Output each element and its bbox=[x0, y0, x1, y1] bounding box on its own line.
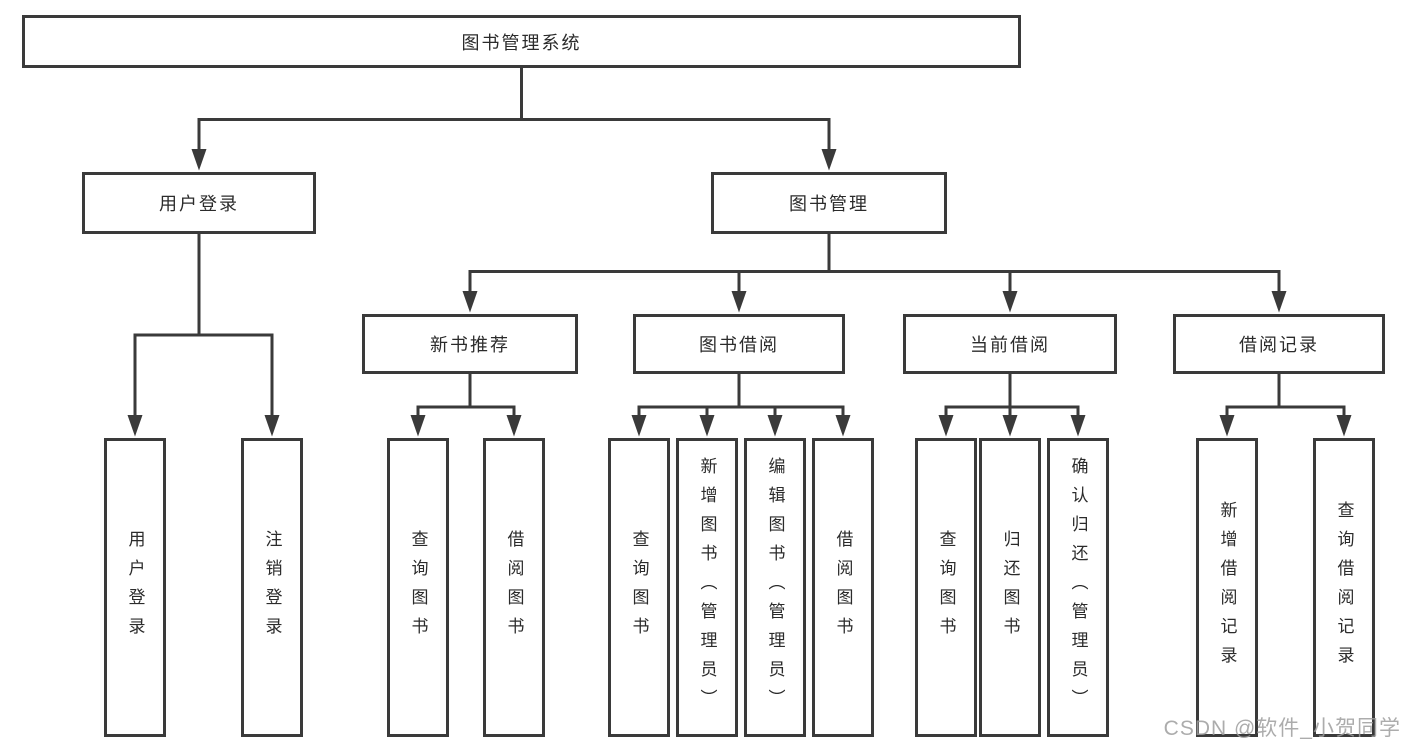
node-leaf-add-book-admin: 新增图书（管理员） bbox=[676, 438, 738, 737]
node-leaf-borrow-books-1-label: 借阅图书 bbox=[504, 529, 524, 646]
csdn-watermark: CSDN @软件_小贺同学 bbox=[1163, 717, 1401, 740]
node-root-label: 图书管理系统 bbox=[461, 32, 582, 53]
node-leaf-add-borrow-record-label: 新增借阅记录 bbox=[1217, 500, 1237, 675]
node-user-login: 用户登录 bbox=[82, 172, 316, 234]
node-leaf-borrow-books-2: 借阅图书 bbox=[812, 438, 874, 737]
node-borrow-records-label: 借阅记录 bbox=[1239, 335, 1319, 355]
node-new-book-recommend-label: 新书推荐 bbox=[430, 335, 510, 355]
node-leaf-query-books-1: 查询图书 bbox=[387, 438, 449, 737]
node-leaf-edit-book-admin-label: 编辑图书（管理员） bbox=[765, 457, 785, 718]
node-user-login-label: 用户登录 bbox=[159, 194, 239, 214]
node-leaf-add-book-admin-label: 新增图书（管理员） bbox=[697, 457, 717, 718]
node-leaf-user-login: 用户登录 bbox=[104, 438, 166, 737]
node-leaf-confirm-return-admin-label: 确认归还（管理员） bbox=[1068, 457, 1088, 718]
node-leaf-borrow-books-2-label: 借阅图书 bbox=[833, 529, 853, 646]
node-leaf-borrow-books-1: 借阅图书 bbox=[483, 438, 545, 737]
node-leaf-return-book-label: 归还图书 bbox=[1000, 529, 1020, 646]
node-leaf-query-books-2: 查询图书 bbox=[608, 438, 670, 737]
node-borrow-records: 借阅记录 bbox=[1173, 314, 1385, 374]
node-book-management-label: 图书管理 bbox=[789, 194, 869, 214]
node-leaf-add-borrow-record: 新增借阅记录 bbox=[1196, 438, 1258, 737]
node-root-system: 图书管理系统 bbox=[22, 15, 1021, 68]
node-current-borrow-label: 当前借阅 bbox=[970, 335, 1050, 355]
node-leaf-confirm-return-admin: 确认归还（管理员） bbox=[1047, 438, 1109, 737]
node-leaf-query-books-3: 查询图书 bbox=[915, 438, 977, 737]
node-leaf-logout: 注销登录 bbox=[241, 438, 303, 737]
node-leaf-logout-label: 注销登录 bbox=[262, 529, 282, 646]
node-leaf-return-book: 归还图书 bbox=[979, 438, 1041, 737]
node-current-borrow: 当前借阅 bbox=[903, 314, 1117, 374]
node-leaf-query-borrow-record: 查询借阅记录 bbox=[1313, 438, 1375, 737]
node-book-borrow: 图书借阅 bbox=[633, 314, 845, 374]
node-leaf-query-books-2-label: 查询图书 bbox=[629, 529, 649, 646]
node-book-borrow-label: 图书借阅 bbox=[699, 335, 779, 355]
node-leaf-query-books-1-label: 查询图书 bbox=[408, 529, 428, 646]
node-leaf-query-books-3-label: 查询图书 bbox=[936, 529, 956, 646]
node-leaf-user-login-label: 用户登录 bbox=[125, 529, 145, 646]
node-new-book-recommend: 新书推荐 bbox=[362, 314, 578, 374]
node-leaf-query-borrow-record-label: 查询借阅记录 bbox=[1334, 500, 1354, 675]
node-leaf-edit-book-admin: 编辑图书（管理员） bbox=[744, 438, 806, 737]
node-book-management: 图书管理 bbox=[711, 172, 947, 234]
